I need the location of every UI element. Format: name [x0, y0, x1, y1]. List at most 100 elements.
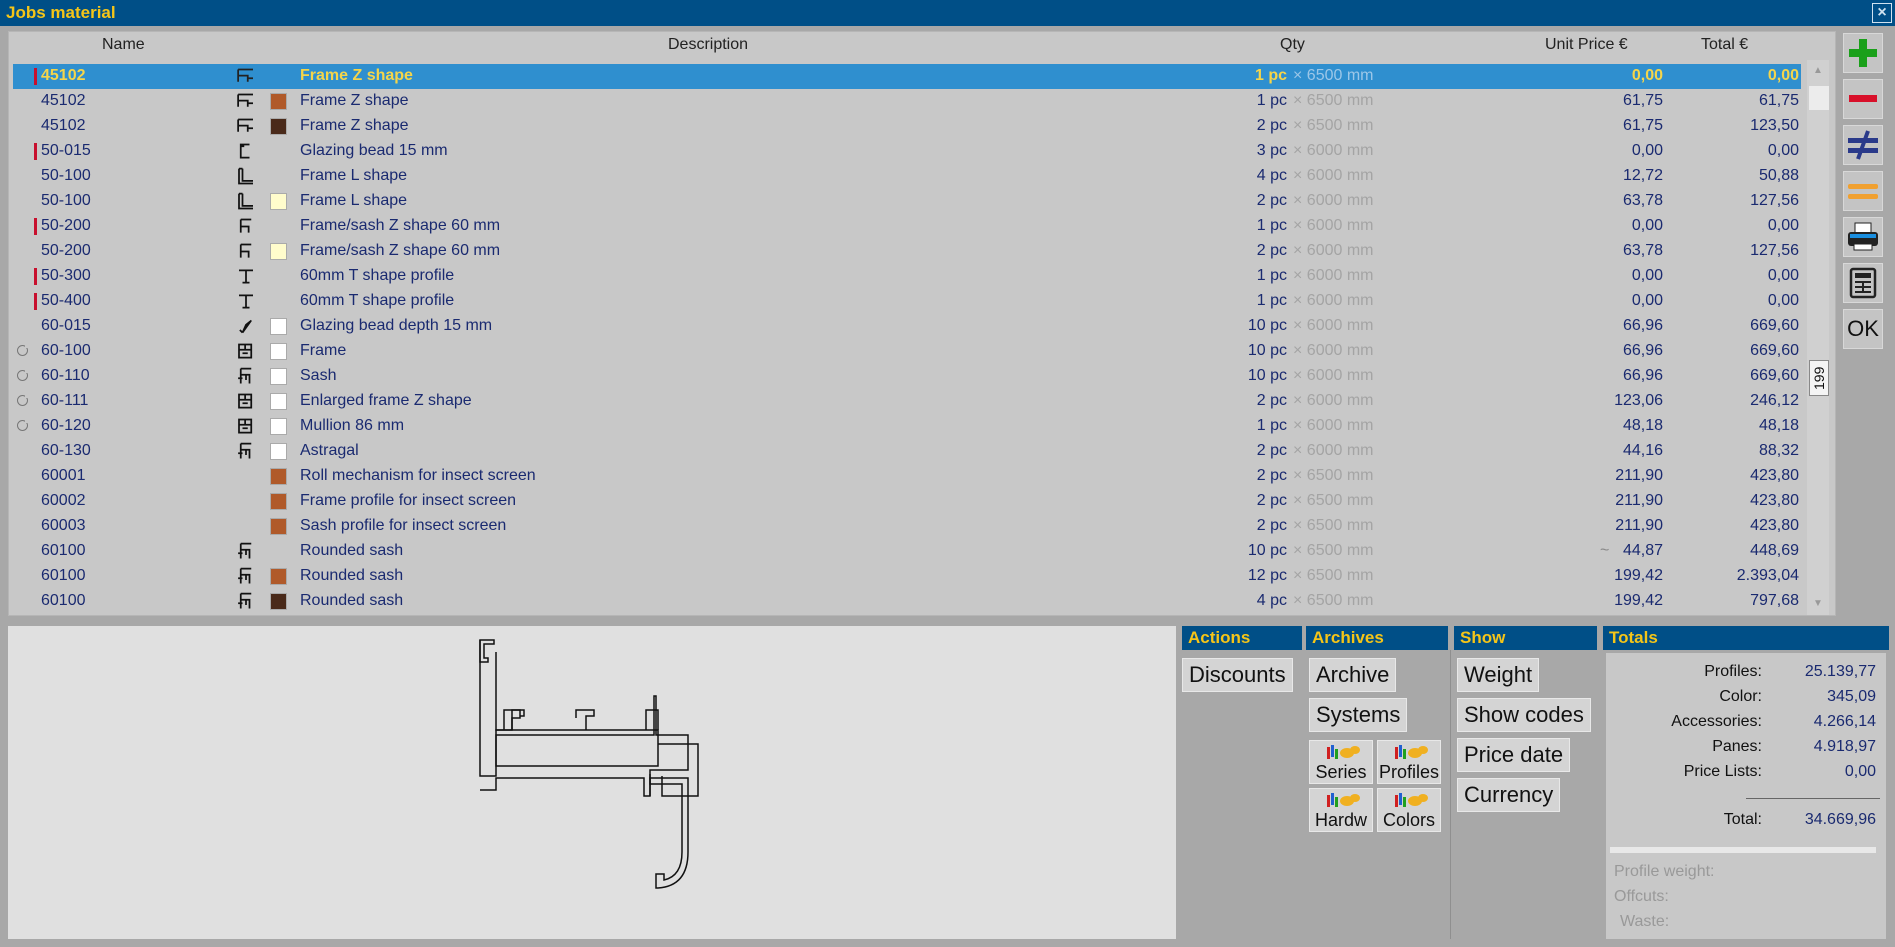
cell-length: × 6500 mm	[1293, 542, 1374, 559]
totals-body: Profiles:25.139,77 Color:345,09 Accessor…	[1606, 653, 1886, 939]
grand-total-label: Total:	[1723, 811, 1762, 828]
column-name[interactable]: Name	[102, 36, 145, 53]
cell-length: × 6000 mm	[1293, 417, 1374, 434]
color-swatch	[270, 493, 287, 510]
systems-button[interactable]: Systems	[1309, 698, 1408, 732]
cell-description: Frame/sash Z shape 60 mm	[300, 217, 501, 234]
estimated-price-marker: ~	[1600, 542, 1610, 559]
not-equal-button[interactable]	[1843, 125, 1883, 165]
close-icon[interactable]: ×	[1872, 3, 1892, 23]
archive-button[interactable]: Archive	[1309, 658, 1397, 692]
cell-unit-price: 0,00	[1631, 67, 1663, 84]
price-date-button[interactable]: Price date	[1457, 738, 1571, 772]
cell-length: × 6000 mm	[1293, 367, 1374, 384]
cell-qty: 1 pc	[1256, 292, 1287, 309]
cell-total: 669,60	[1750, 367, 1799, 384]
actions-section: Actions Discounts	[1182, 626, 1302, 939]
cell-qty: 10 pc	[1247, 342, 1287, 359]
column-total[interactable]: Total €	[1701, 36, 1749, 53]
offcuts-label: Offcuts:	[1614, 888, 1669, 905]
scroll-up-icon[interactable]: ▲	[1813, 65, 1823, 76]
colors-button[interactable]: Colors	[1377, 788, 1441, 832]
profiles-button[interactable]: Profiles	[1377, 740, 1441, 784]
hardware-icon	[1310, 791, 1372, 811]
cell-qty: 3 pc	[1256, 142, 1287, 159]
totals-separator	[1610, 847, 1876, 853]
row-count-badge: 199	[1809, 360, 1829, 396]
cell-qty: 10 pc	[1247, 317, 1287, 334]
series-button[interactable]: Series	[1309, 740, 1373, 784]
hardware-button[interactable]: Hardw	[1309, 788, 1373, 832]
panes-total-value: 4.918,97	[1813, 738, 1876, 755]
totals-title: Totals	[1603, 626, 1889, 650]
column-qty[interactable]: Qty	[1280, 36, 1305, 53]
cell-unit-price: 12,72	[1622, 167, 1663, 184]
scroll-thumb[interactable]	[1809, 86, 1829, 110]
scroll-down-icon[interactable]: ▼	[1813, 598, 1823, 609]
calculator-button[interactable]	[1843, 263, 1883, 303]
cell-description: Rounded sash	[300, 542, 404, 559]
cell-name: 50-100	[41, 167, 91, 184]
archives-title: Archives	[1306, 626, 1448, 650]
column-unit-price[interactable]: Unit Price €	[1545, 36, 1628, 53]
add-button[interactable]	[1843, 33, 1883, 73]
cell-length: × 6500 mm	[1293, 517, 1374, 534]
ok-button[interactable]: OK	[1843, 309, 1883, 349]
cell-name: 60-015	[41, 317, 91, 334]
cell-unit-price: 63,78	[1622, 242, 1663, 259]
cell-name: 50-400	[41, 292, 91, 309]
profile-shape-icon	[237, 68, 253, 82]
actions-title: Actions	[1182, 626, 1302, 650]
print-button[interactable]	[1843, 217, 1883, 257]
profile-shape-icon	[238, 592, 252, 609]
cell-qty: 10 pc	[1247, 542, 1287, 559]
cell-length: × 6500 mm	[1293, 567, 1374, 584]
show-codes-button[interactable]: Show codes	[1457, 698, 1591, 732]
window-title: Jobs material	[6, 3, 116, 22]
locked-icon	[17, 344, 29, 356]
currency-button[interactable]: Currency	[1457, 778, 1561, 812]
show-title: Show	[1454, 626, 1597, 650]
color-swatch	[270, 368, 287, 385]
column-description[interactable]: Description	[668, 36, 749, 53]
cell-unit-price: 66,96	[1622, 317, 1663, 334]
cell-total: 0,00	[1767, 267, 1799, 284]
cell-unit-price: 211,90	[1615, 492, 1663, 509]
remove-button[interactable]	[1843, 79, 1883, 119]
vertical-scrollbar[interactable]: ▲ 199 ▼	[1807, 60, 1829, 615]
profile-shape-icon	[237, 118, 253, 132]
discounts-button[interactable]: Discounts	[1182, 658, 1293, 692]
cell-length: × 6000 mm	[1293, 192, 1374, 209]
cell-total: 423,80	[1750, 492, 1799, 509]
cell-name: 60002	[41, 492, 86, 509]
accessories-total-label: Accessories:	[1671, 713, 1762, 730]
weight-button[interactable]: Weight	[1457, 658, 1540, 692]
plus-icon	[1849, 39, 1877, 67]
cell-length: × 6500 mm	[1293, 92, 1374, 109]
equal-button[interactable]	[1843, 171, 1883, 211]
color-swatch	[270, 393, 287, 410]
printer-icon	[1848, 222, 1878, 251]
